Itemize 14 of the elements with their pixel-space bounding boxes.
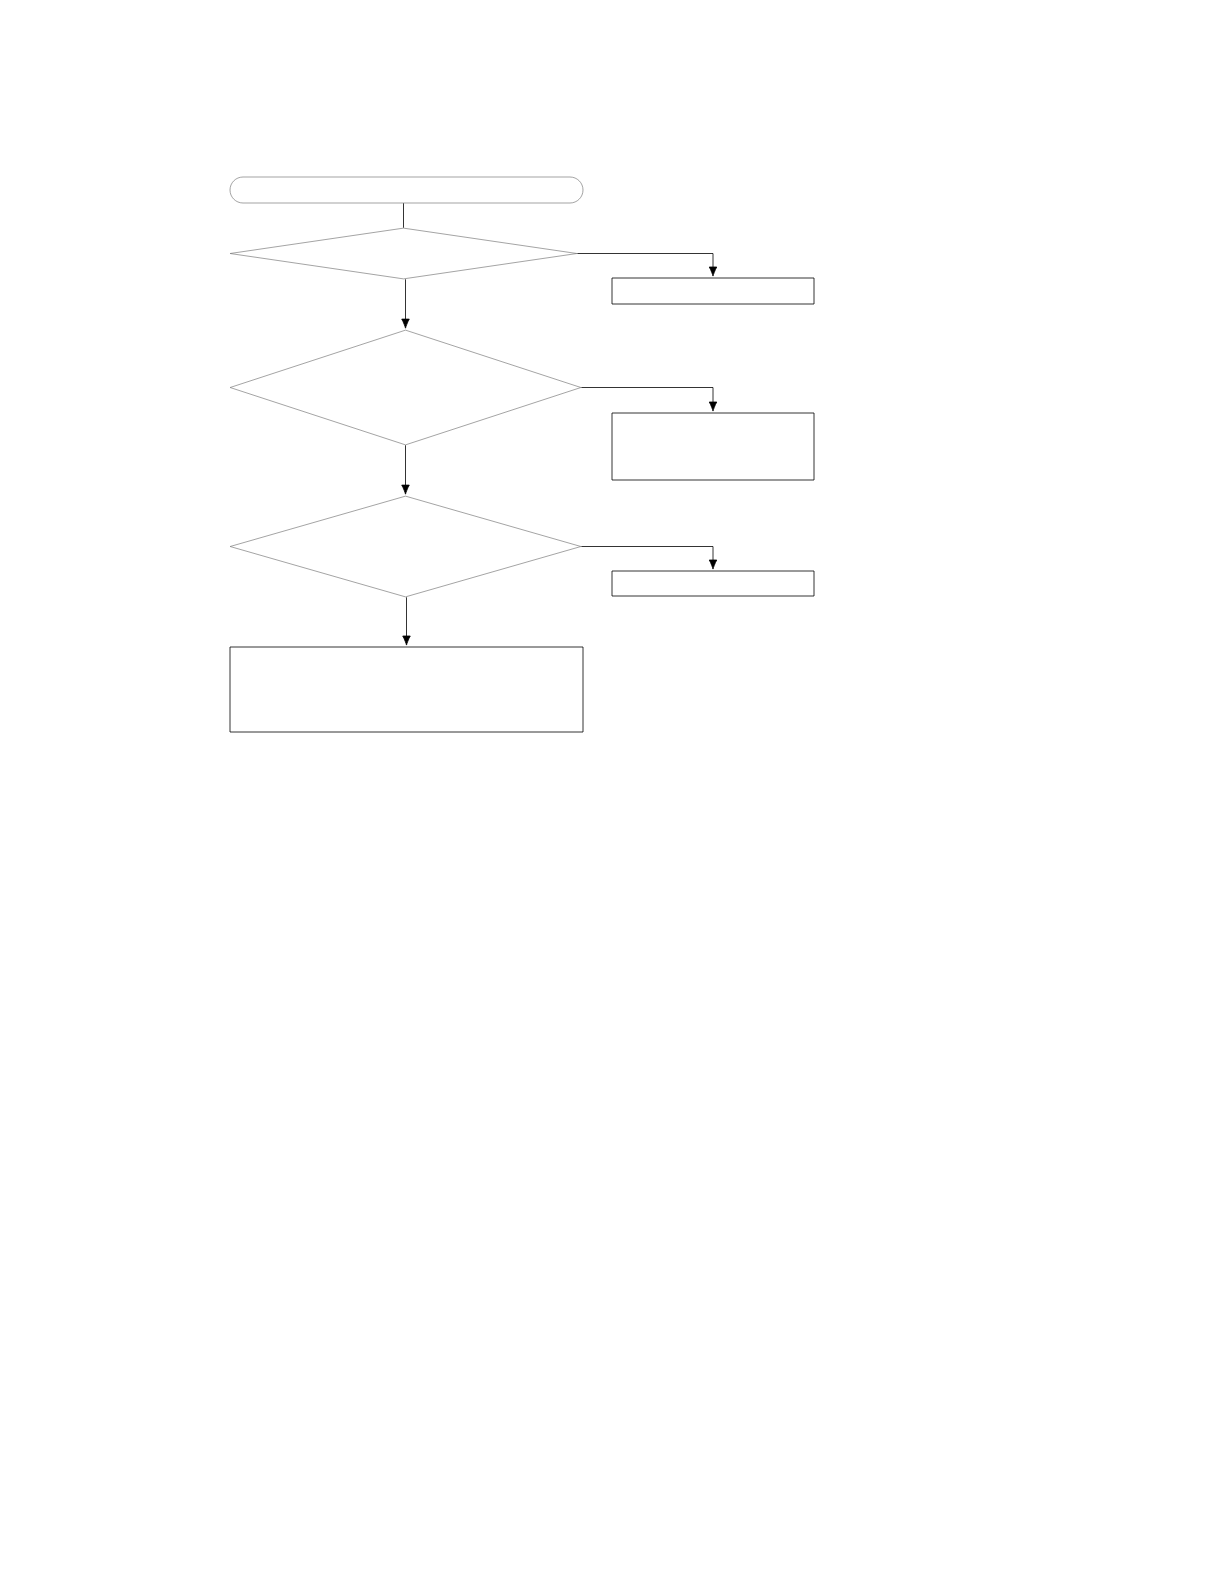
arrow [580, 546, 718, 570]
decision-diamond [229, 495, 582, 598]
arrow [576, 253, 718, 277]
decision-diamond [229, 227, 578, 280]
decision-diamond [229, 329, 582, 446]
process-box [611, 570, 815, 597]
terminal-capsule [229, 176, 584, 204]
process-box [611, 412, 815, 481]
arrow [401, 278, 410, 329]
process-box [611, 277, 815, 305]
arrow [580, 387, 718, 412]
arrow [401, 444, 410, 495]
process-box [229, 646, 584, 733]
arrow [402, 596, 411, 646]
